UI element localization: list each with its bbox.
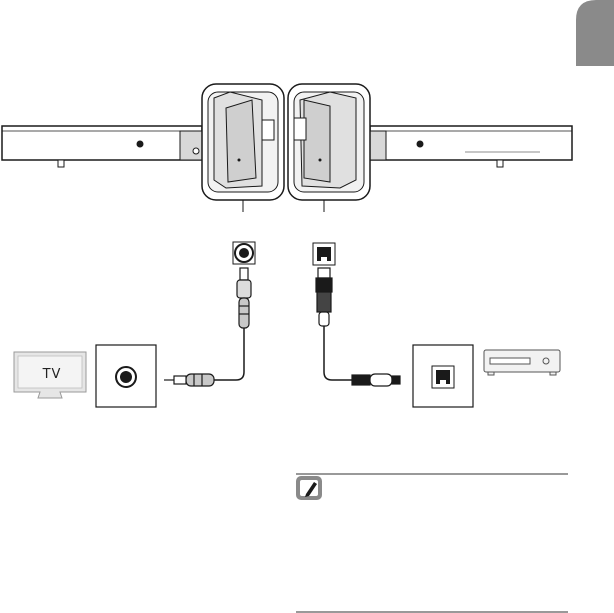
zoom-callout-right [287,83,371,212]
bd-port-box [412,344,474,408]
chapter-tab [576,0,614,66]
tv-icon: TV [13,351,87,399]
bd-player-icon [483,349,561,376]
analog-cable [214,328,245,381]
analog-plug-tv-end [164,373,215,387]
soundbar-left [1,125,205,168]
optical-port-icon [312,242,336,266]
note-icon [296,476,322,500]
analog-plug [236,267,252,329]
optical-cable [323,326,352,381]
optical-plug-bd-end [351,373,401,387]
tv-label: TV [42,367,62,382]
analog-jack-icon [232,241,256,265]
zoom-callout-left [201,83,285,212]
optical-plug [315,267,333,327]
tv-port-box [95,344,157,408]
soundbar-right [367,125,573,168]
